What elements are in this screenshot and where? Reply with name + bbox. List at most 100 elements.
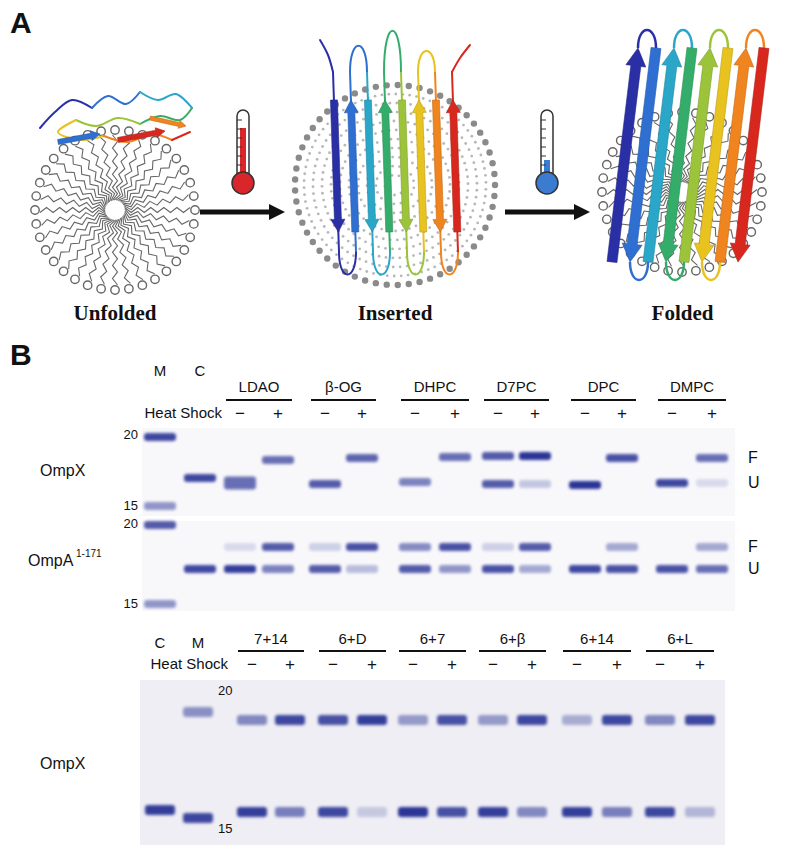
protein-band xyxy=(519,480,551,488)
detergent-dot xyxy=(313,226,316,229)
thermometer-bulb xyxy=(536,172,558,194)
detergent-dot xyxy=(369,233,372,236)
detergent-dot xyxy=(386,274,389,277)
detergent-dot xyxy=(387,93,390,96)
state-caption: Inserted xyxy=(358,301,433,326)
detergent-dot xyxy=(449,183,452,186)
detergent-dot xyxy=(321,238,324,241)
lipid-tail xyxy=(75,146,109,203)
detergent-dot xyxy=(361,108,364,111)
protein-band xyxy=(606,565,638,573)
gel-background xyxy=(140,680,725,845)
detergent-dot xyxy=(442,238,445,241)
detergent-head xyxy=(482,139,488,145)
protein-band xyxy=(262,565,294,573)
detergent-dot xyxy=(429,172,432,175)
condition-label: 7+14 xyxy=(254,630,288,647)
detergent-head xyxy=(416,279,422,285)
detergent-dot xyxy=(480,154,483,157)
detergent-dot xyxy=(394,93,397,96)
beta-strand xyxy=(378,100,392,232)
detergent-dot xyxy=(310,220,313,223)
beta-strand xyxy=(58,131,100,145)
detergent-dot xyxy=(357,178,360,181)
lipid-head xyxy=(42,246,50,254)
lipid-head xyxy=(83,281,91,289)
protein-band xyxy=(309,480,341,488)
detergent-dot xyxy=(384,247,387,250)
detergent-dot xyxy=(429,193,432,196)
detergent-dot xyxy=(391,248,394,251)
detergent-dot xyxy=(426,129,429,132)
detergent-dot xyxy=(325,244,328,247)
thermometer-tick xyxy=(541,147,546,148)
detergent-dot xyxy=(378,264,381,267)
row-label: Heat Shock xyxy=(150,655,228,672)
protein-coil xyxy=(140,92,192,108)
condition-sign: + xyxy=(707,404,717,424)
detergent-dot xyxy=(335,253,338,256)
detergent-dot xyxy=(430,179,433,182)
detergent-dot xyxy=(303,179,306,182)
detergent-head xyxy=(352,273,358,279)
detergent-dot xyxy=(470,155,473,158)
heat-step-arrow xyxy=(200,210,269,215)
thermometer-tick xyxy=(237,147,242,148)
size-marker: 15 xyxy=(124,597,138,612)
lipid-tail xyxy=(42,210,106,225)
protein-band xyxy=(237,715,267,725)
detergent-dot xyxy=(341,246,344,249)
condition-label: D7PC xyxy=(496,378,536,395)
detergent-head xyxy=(324,108,330,114)
beta-strand xyxy=(432,100,446,232)
detergent-dot xyxy=(397,138,400,141)
detergent-dot xyxy=(471,209,474,212)
detergent-dot xyxy=(391,156,394,159)
detergent-dot xyxy=(347,240,350,243)
protein-band xyxy=(645,807,675,817)
beta-strand xyxy=(398,100,412,232)
detergent-dot xyxy=(317,213,320,216)
detergent-dot xyxy=(475,175,478,178)
detergent-head xyxy=(296,155,302,161)
gel-bands xyxy=(145,707,715,823)
detergent-dot xyxy=(465,168,468,171)
detergent-dot xyxy=(462,228,465,231)
detergent-head xyxy=(427,88,433,94)
protein-coil xyxy=(172,132,190,140)
protein-loop xyxy=(441,252,458,275)
beta-strand xyxy=(446,100,460,232)
detergent-head xyxy=(373,84,379,90)
detergent-head xyxy=(489,160,495,166)
detergent-head xyxy=(491,171,497,177)
protein-loop xyxy=(746,30,764,48)
detergent-dot xyxy=(415,225,418,228)
detergent-dot xyxy=(444,248,447,251)
condition-label: LDAO xyxy=(239,378,280,395)
detergent-dot xyxy=(314,165,317,168)
detergent-dot xyxy=(412,186,415,189)
protein-band xyxy=(606,454,638,462)
detergent-dot xyxy=(467,182,470,185)
detergent-dot xyxy=(324,205,327,208)
protein-band xyxy=(224,565,256,573)
lipid-head xyxy=(50,257,58,265)
protein-band xyxy=(437,807,467,817)
detergent-dot xyxy=(393,275,396,278)
protein-band xyxy=(398,807,428,817)
protein-coil xyxy=(76,118,140,126)
condition-sign: − xyxy=(408,655,418,675)
detergent-dot xyxy=(400,274,403,277)
size-marker: 15 xyxy=(218,822,232,837)
gel-bands xyxy=(144,521,728,608)
detergent-dot xyxy=(462,209,465,212)
protein-band xyxy=(346,565,378,573)
lipid-head xyxy=(757,202,765,210)
protein-loop xyxy=(710,30,728,48)
protein-band xyxy=(482,543,514,551)
detergent-head xyxy=(437,271,443,277)
detergent-dot xyxy=(422,97,425,100)
detergent-dot xyxy=(362,118,365,121)
condition-sign: − xyxy=(655,655,665,675)
detergent-dot xyxy=(425,239,428,242)
